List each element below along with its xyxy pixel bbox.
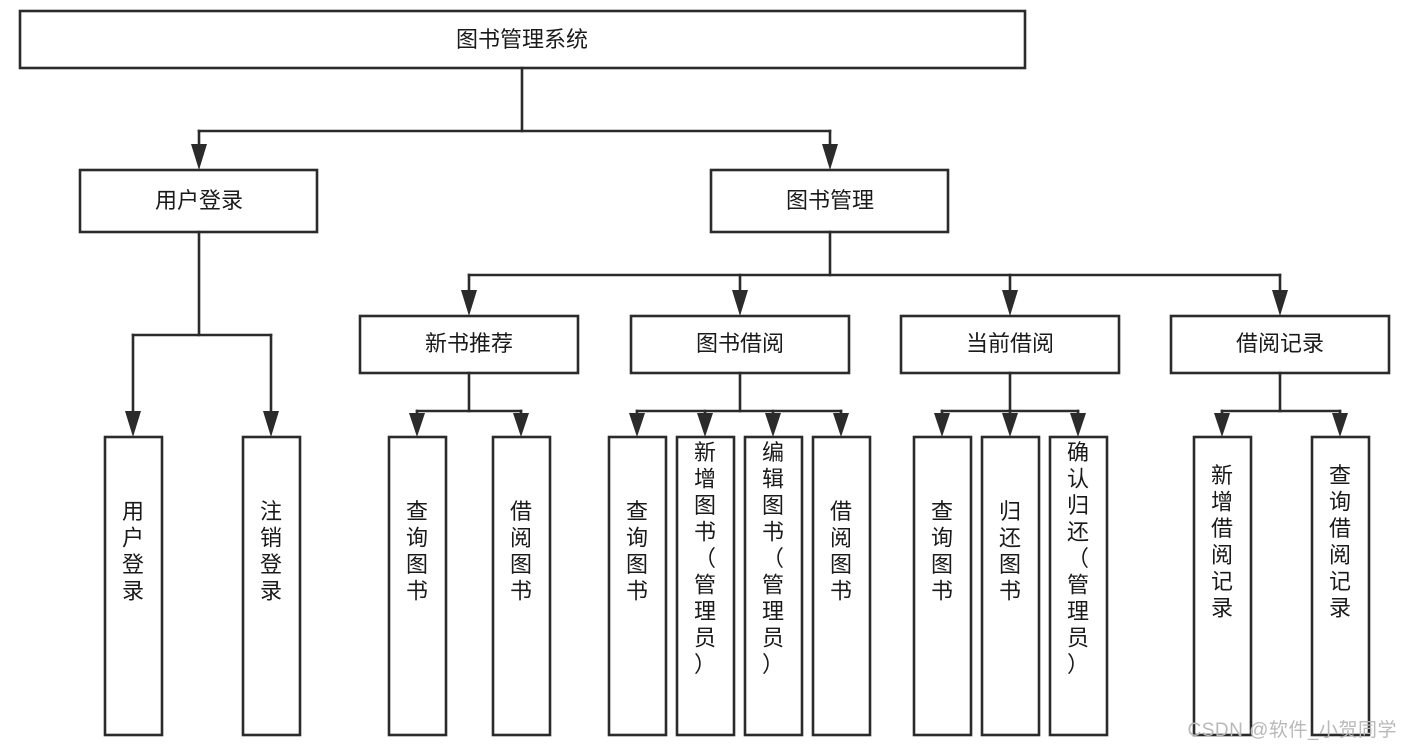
leaf-user-login[interactable]: 用户登录: [103, 435, 164, 737]
node-new-book-recommend-box[interactable]: [358, 314, 580, 375]
connector-book-manage-to-level2: [461, 230, 1288, 316]
leaf-borrow-book-1[interactable]: 借阅图书: [491, 435, 552, 737]
leaf-edit-book-label: 编辑图书（管理员）: [762, 440, 784, 677]
arrow-icon: [513, 413, 529, 437]
arrow-icon: [1332, 413, 1348, 437]
node-book-borrow[interactable]: 图书借阅: [629, 314, 851, 375]
node-user-login-box[interactable]: [78, 168, 319, 234]
leaf-query-book-3[interactable]: 查询图书: [912, 435, 973, 737]
arrow-icon: [1214, 413, 1230, 437]
arrow-icon: [765, 413, 781, 437]
leaf-add-record[interactable]: 新增借阅记录: [1192, 435, 1253, 737]
arrow-icon: [1002, 413, 1018, 437]
leaf-return-book-box[interactable]: [980, 435, 1041, 737]
leaf-logout-box[interactable]: [241, 435, 302, 737]
arrow-icon: [125, 411, 141, 437]
arrow-icon: [732, 290, 748, 316]
arrow-icon: [822, 144, 838, 170]
leaf-user-login-box[interactable]: [103, 435, 164, 737]
leaf-return-book-label: 归还图书: [999, 499, 1021, 604]
leaf-add-record-label: 新增借阅记录: [1211, 463, 1233, 621]
leaf-query-book-1-label: 查询图书: [406, 499, 428, 604]
leaf-query-book-3-box[interactable]: [912, 435, 973, 737]
leaf-borrow-book-2-box[interactable]: [811, 435, 872, 737]
arrow-icon: [934, 413, 950, 437]
arrow-icon: [1070, 413, 1086, 437]
leaf-confirm-return-box[interactable]: [1048, 435, 1109, 737]
leaf-add-record-box[interactable]: [1192, 435, 1253, 737]
leaf-query-book-1-box[interactable]: [387, 435, 448, 737]
node-borrow-record[interactable]: 借阅记录: [1169, 314, 1391, 375]
leaf-borrow-book-2[interactable]: 借阅图书: [811, 435, 872, 737]
leaf-query-book-2-label: 查询图书: [626, 499, 648, 604]
leaf-borrow-book-2-label: 借阅图书: [830, 499, 852, 604]
leaf-add-book-label: 新增图书（管理员）: [694, 440, 716, 677]
connector-new-book-recommend-to-leaves: [409, 371, 529, 437]
leaf-query-book-2[interactable]: 查询图书: [607, 435, 668, 737]
node-root-box[interactable]: [18, 9, 1027, 70]
arrow-icon: [1272, 290, 1288, 316]
arrow-icon: [263, 411, 279, 437]
connector-current-borrow-to-leaves: [934, 371, 1086, 437]
node-new-book-recommend-label: 新书推荐: [425, 331, 513, 356]
leaf-borrow-book-1-label: 借阅图书: [510, 499, 532, 604]
leaf-confirm-return-label: 确认归还（管理员）: [1067, 440, 1089, 677]
leaf-add-book[interactable]: 新增图书（管理员）: [675, 435, 736, 737]
leaf-query-record[interactable]: 查询借阅记录: [1310, 435, 1371, 737]
arrow-icon: [697, 413, 713, 437]
node-root[interactable]: 图书管理系统: [18, 9, 1027, 70]
arrow-icon: [461, 290, 477, 316]
leaf-query-book-2-box[interactable]: [607, 435, 668, 737]
arrow-icon: [191, 144, 207, 170]
leaf-logout-label: 注销登录: [260, 499, 282, 604]
connector-book-borrow-to-leaves: [629, 371, 849, 437]
node-book-manage-label: 图书管理: [786, 188, 874, 213]
connector-user-login-to-leaves: [125, 230, 279, 437]
arrow-icon: [629, 413, 645, 437]
arrow-icon: [409, 413, 425, 437]
node-new-book-recommend[interactable]: 新书推荐: [358, 314, 580, 375]
leaf-edit-book-box[interactable]: [743, 435, 804, 737]
leaf-user-login-label: 用户登录: [122, 499, 144, 604]
leaf-edit-book[interactable]: 编辑图书（管理员）: [743, 435, 804, 737]
node-current-borrow-box[interactable]: [899, 314, 1121, 375]
leaf-confirm-return[interactable]: 确认归还（管理员）: [1048, 435, 1109, 737]
node-current-borrow-label: 当前借阅: [966, 331, 1054, 356]
csdn-watermark: CSDN @软件_小贺同学: [1187, 720, 1397, 741]
node-user-login-label: 用户登录: [155, 188, 243, 213]
leaf-borrow-book-1-box[interactable]: [491, 435, 552, 737]
leaf-query-book-3-label: 查询图书: [931, 499, 953, 604]
node-book-manage[interactable]: 图书管理: [709, 168, 950, 234]
leaf-logout[interactable]: 注销登录: [241, 435, 302, 737]
leaf-add-book-box[interactable]: [675, 435, 736, 737]
connector-root-to-level1: [191, 66, 838, 170]
leaf-query-record-box[interactable]: [1310, 435, 1371, 737]
node-root-label: 图书管理系统: [456, 27, 588, 52]
node-current-borrow[interactable]: 当前借阅: [899, 314, 1121, 375]
leaf-return-book[interactable]: 归还图书: [980, 435, 1041, 737]
leaf-query-record-label: 查询借阅记录: [1329, 463, 1351, 621]
node-borrow-record-label: 借阅记录: [1236, 331, 1324, 356]
leaf-query-book-1[interactable]: 查询图书: [387, 435, 448, 737]
arrow-icon: [833, 413, 849, 437]
node-user-login[interactable]: 用户登录: [78, 168, 319, 234]
arrow-icon: [1002, 290, 1018, 316]
connector-borrow-record-to-leaves: [1214, 371, 1348, 437]
node-book-borrow-label: 图书借阅: [696, 331, 784, 356]
